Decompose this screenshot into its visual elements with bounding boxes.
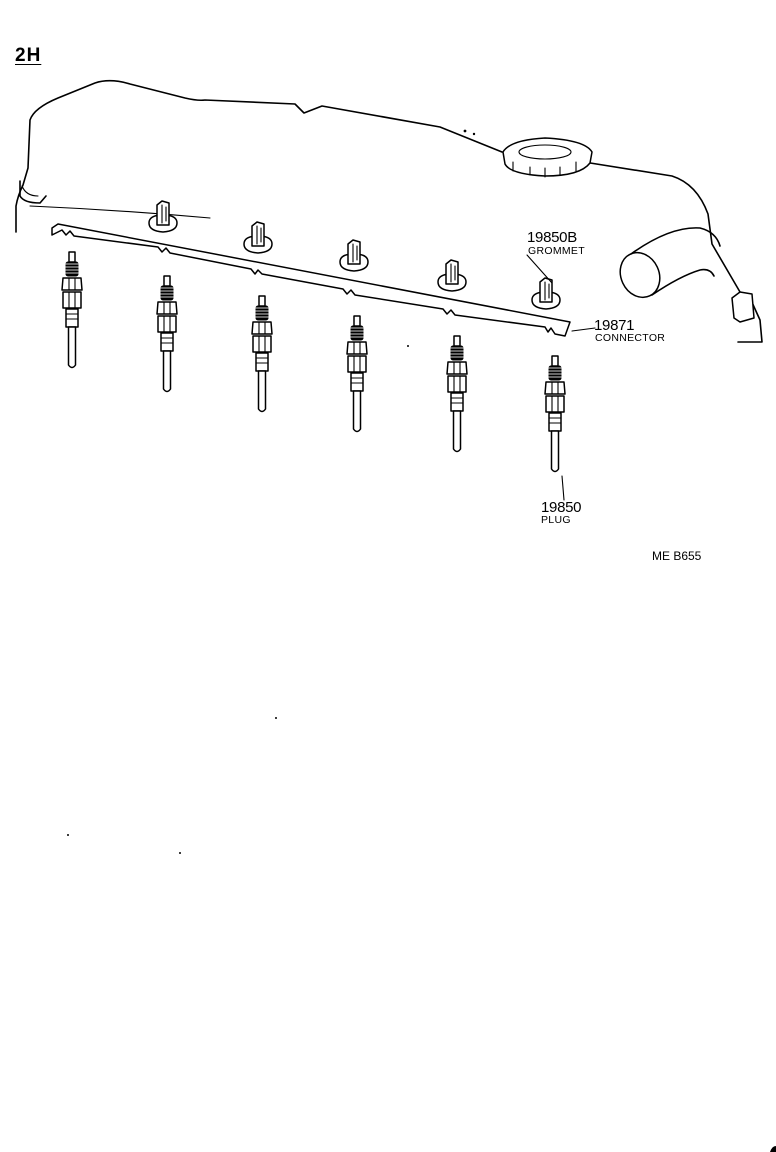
glow-plug <box>156 275 178 393</box>
oil-filler-cap <box>502 137 593 178</box>
grommet <box>531 277 561 310</box>
grommet <box>148 200 178 233</box>
connector-part-number: 19871 <box>594 317 635 334</box>
head-cover-outline <box>15 79 763 343</box>
glow-plug <box>544 355 566 473</box>
grommet-part-name: GROMMET <box>528 245 585 257</box>
grommet <box>437 259 467 292</box>
illustration-code: ME B655 <box>652 549 702 563</box>
scan-specks <box>67 129 776 1152</box>
glow-plug <box>346 315 368 433</box>
plug-part-name: PLUG <box>541 514 571 526</box>
glow-plug-group <box>61 251 566 473</box>
engine-code-title: 2H <box>15 45 42 66</box>
glow-plug <box>61 251 83 369</box>
grommet-part-number: 19850B <box>527 229 577 246</box>
connector-part-name: CONNECTOR <box>595 332 666 344</box>
connector-bar <box>51 223 571 337</box>
leader-lines <box>526 254 596 501</box>
breather-hose <box>619 227 755 323</box>
plug-part-number: 19850 <box>541 499 582 516</box>
grommet <box>339 239 369 272</box>
grommet <box>243 221 273 254</box>
glow-plug <box>446 335 468 453</box>
glow-plug <box>251 295 273 413</box>
grommet-group <box>148 200 561 310</box>
